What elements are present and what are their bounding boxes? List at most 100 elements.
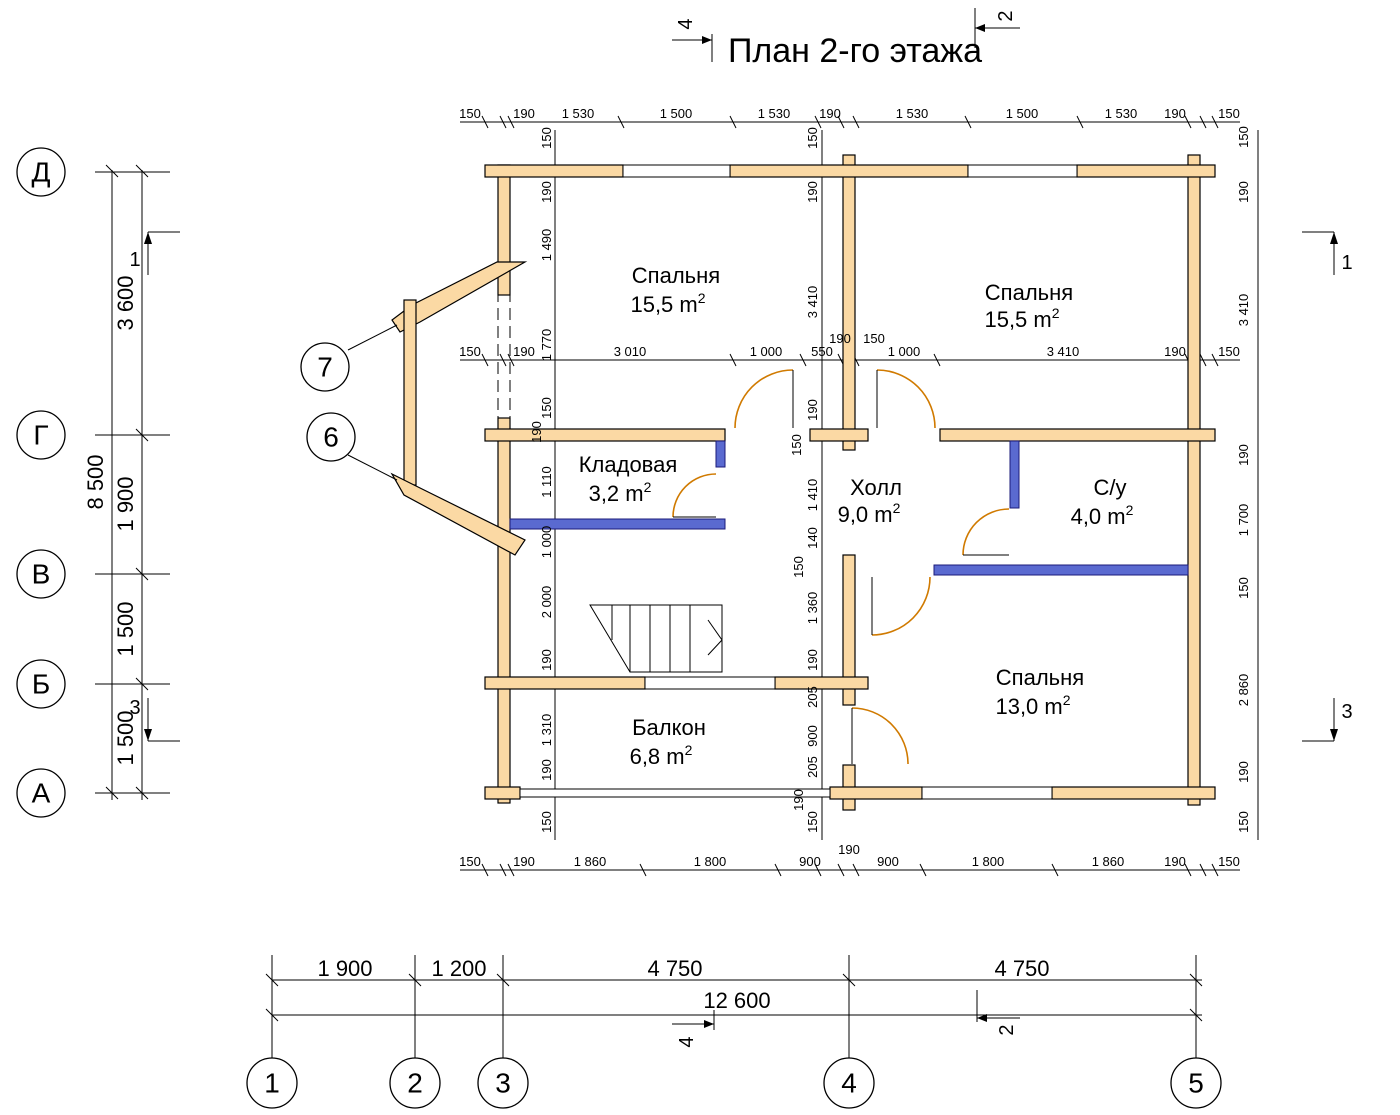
dim-label: 1 500 [113,710,138,765]
dim-label: 1 000 [750,344,783,359]
dim-label: 190 [529,421,544,443]
section-label: 2 [995,10,1017,21]
dim-label: 150 [539,127,554,149]
dim-label: 190 [513,344,535,359]
dim-label: 190 [1236,444,1251,466]
dim-label: 150 [1218,106,1240,121]
dims-col-b: 150 190 3 410 190 150 1 410 140 150 1 36… [789,127,820,833]
axis-label: 4 [841,1068,857,1099]
axis-label: 3 [495,1068,511,1099]
dims-top: 150 190 1 530 1 500 1 530 190 1 530 1 50… [459,106,1240,121]
dim-label: 150 [1236,126,1251,148]
dims-bottom-spans: 1 900 1 200 4 750 4 750 12 600 [317,956,1049,1013]
dims-middle: 150 190 3 010 1 000 550 190 150 1 000 3 … [459,331,1240,359]
axis-col-3: 3 [477,1057,529,1109]
axis-row-g: Г [16,410,66,460]
axis-label: 2 [407,1068,423,1099]
dim-label: 4 750 [647,956,702,981]
dim-label: 190 [513,854,535,869]
room-area: 15,5 m2 [630,290,705,317]
dim-label: 190 [805,399,820,421]
dim-label: 140 [805,527,820,549]
dim-label: 1 800 [972,854,1005,869]
dim-label: 1 860 [574,854,607,869]
room-area: 3,2 m2 [589,479,652,506]
dim-label: 150 [805,127,820,149]
axis-row-b: Б [16,659,66,709]
dim-label: 150 [1236,577,1251,599]
dim-label: 1 110 [539,466,554,498]
dim-label: 1 310 [539,714,554,747]
page-title: План 2-го этажа [728,32,982,70]
section-label: 1 [1341,252,1352,274]
dim-label: 1 000 [539,526,554,559]
room-area: 13,0 m2 [995,692,1070,719]
dim-label: 1 530 [562,106,595,121]
dim-label: 1 500 [660,106,693,121]
room-area: 15,5 m2 [984,305,1059,332]
dim-label: 550 [811,344,833,359]
dim-label: 190 [539,181,554,203]
axis-label: 5 [1188,1068,1204,1099]
partitions [509,440,1189,576]
dim-label: 190 [539,759,554,781]
dim-label: 190 [791,789,806,811]
dim-label: 900 [877,854,899,869]
section-mark-2-top: 2 [974,8,1020,48]
room-bedroom-1: Спальня 15,5 m2 [630,263,720,317]
room-name: Балкон [632,715,706,740]
axis-label: 1 [264,1068,280,1099]
dim-label: 1 530 [1105,106,1138,121]
room-name: С/у [1094,475,1127,500]
dim-label: 190 [1236,181,1251,203]
room-bedroom-3: Спальня 13,0 m2 [995,665,1084,719]
dim-label: 150 [459,106,481,121]
dim-label: 1 500 [113,601,138,656]
axis-col-5: 5 [1170,1057,1222,1109]
dimension-lines [95,115,1259,1058]
windows [497,164,1078,800]
dim-label: 150 [805,811,820,833]
dim-label: 1 900 [317,956,372,981]
room-name: Спальня [632,263,720,288]
section-label: 4 [675,18,697,29]
room-balcony: Балкон 6,8 m2 [630,715,706,769]
axis-col-4: 4 [823,1057,875,1109]
dim-label: 1 490 [539,229,554,262]
dim-label: 190 [1164,344,1186,359]
dim-label: 1 410 [805,479,820,512]
dim-label: 150 [459,854,481,869]
dim-label: 1 700 [1236,504,1251,537]
dim-label: 2 860 [1236,674,1251,707]
dim-label: 150 [789,434,804,456]
dim-label: 190 [838,842,860,857]
section-label: 2 [996,1024,1018,1035]
room-bedroom-2: Спальня 15,5 m2 [984,280,1073,332]
dim-label: 8 500 [83,454,108,509]
section-mark-4-top: 4 [672,18,713,62]
dim-label: 190 [819,106,841,121]
dim-label: 900 [799,854,821,869]
section-marks: 1 1 3 3 4 2 [129,231,1353,1048]
dim-label: 190 [805,181,820,203]
axis-label: А [32,778,51,809]
dim-label: 190 [805,649,820,671]
dim-label: 900 [805,725,820,747]
axis-bay-7: 7 [300,342,350,392]
dim-label: 190 [829,331,851,346]
dim-label: 1 500 [1006,106,1039,121]
dim-label: 3 600 [113,275,138,330]
section-label: 4 [676,1036,698,1047]
room-name: Кладовая [579,452,678,477]
axis-col-2: 2 [389,1057,441,1109]
dim-label: 3 010 [614,344,647,359]
dim-label: 205 [805,686,820,708]
room-bathroom: С/у 4,0 m2 [1071,475,1134,529]
axis-label: В [32,559,51,590]
dim-label: 190 [1164,854,1186,869]
dim-label: 1 000 [888,344,921,359]
dim-label: 4 750 [994,956,1049,981]
log-walls [390,154,1216,811]
dim-label: 190 [1236,761,1251,783]
